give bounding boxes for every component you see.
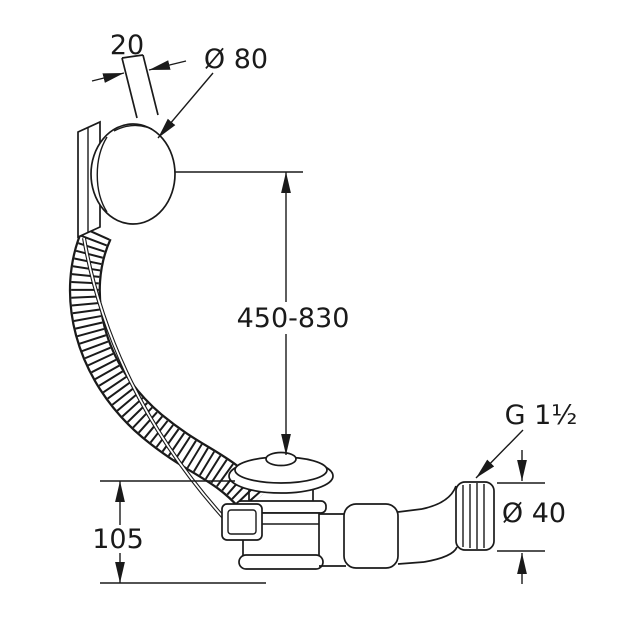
dim-adjustable-length: 450-830 [175, 171, 350, 455]
union-nut [455, 481, 495, 551]
knob-seam-arc [113, 124, 153, 132]
elbow-pipe-top [397, 508, 423, 513]
cable-connector-box [221, 503, 263, 541]
leader-thread [475, 429, 524, 479]
outlet-assembly [319, 481, 495, 569]
dim-105-label: 105 [92, 524, 144, 555]
elbow-curve-bottom [423, 546, 458, 563]
dim-g-label: G 1½ [505, 400, 578, 431]
elbow-pipe-bottom [397, 561, 425, 565]
cable-inner [83, 237, 225, 519]
knob-grip-left-edge [121, 57, 138, 119]
dim-450-label: 450-830 [237, 303, 350, 334]
dim-rosette-diameter: Ø 80 [157, 44, 268, 139]
dim-knob-width: 20 [91, 30, 187, 83]
dim-20-label: 20 [110, 30, 144, 61]
leader-rosette [157, 72, 214, 139]
dim-outlet-diameter: Ø 40 [497, 450, 566, 584]
flexible-overflow-hose [68, 226, 267, 513]
dim-40-label: Ø 40 [502, 498, 566, 529]
knob-grip-top-edge [121, 54, 144, 59]
wall-flange [77, 120, 101, 239]
waste-assembly [221, 451, 334, 570]
dim-outlet-thread: G 1½ [475, 400, 578, 479]
waste-base-ring [238, 554, 324, 570]
pipe-sleeve [343, 503, 399, 569]
knob-grip-right-edge [142, 54, 159, 116]
dim-20-arrow-right [148, 60, 187, 71]
plug-knob [265, 451, 297, 467]
rosette-shading-arc [96, 136, 108, 213]
hose-core [71, 227, 265, 512]
dim-20-arrow-left [91, 72, 125, 83]
dim-105-label-bg [93, 525, 143, 553]
elbow-curve-top [421, 485, 457, 510]
control-cable [82, 237, 226, 520]
rosette-dome [90, 123, 176, 225]
dim-450-label-bg [238, 302, 348, 334]
overflow-rosette-assembly [77, 54, 176, 239]
dim-waste-height: 105 [92, 480, 266, 584]
dim-d80-label: Ø 80 [204, 44, 268, 75]
cable-connector-inner [227, 509, 257, 535]
